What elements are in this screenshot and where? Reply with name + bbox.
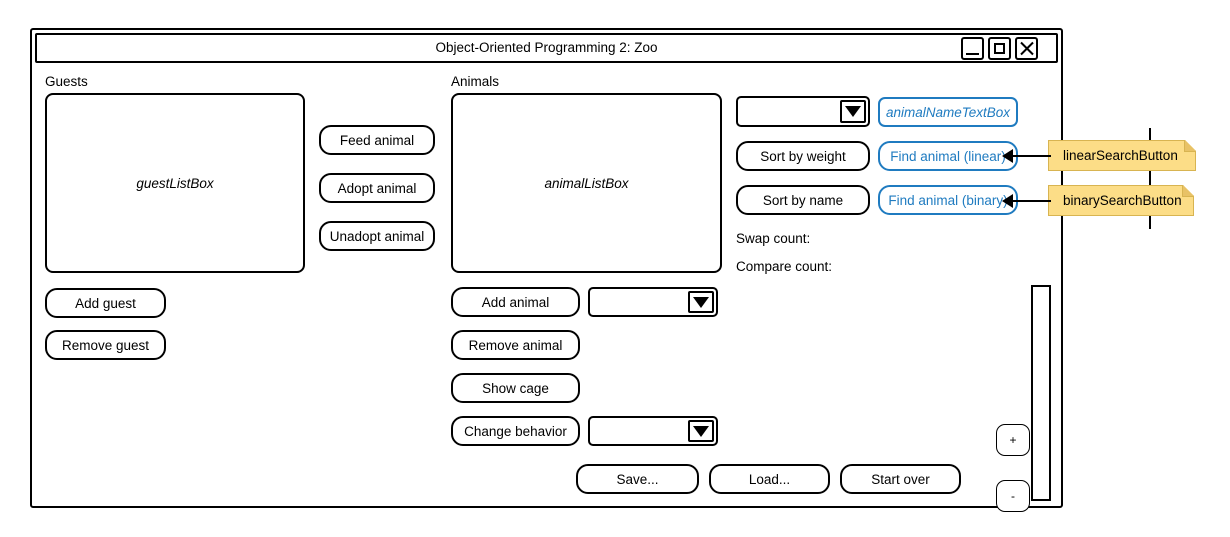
animal-name-text-box[interactable]: animalNameTextBox: [878, 97, 1018, 127]
callout-label: binarySearchButton: [1063, 193, 1182, 208]
callout-connector-line: [1011, 199, 1051, 202]
callout-label: linearSearchButton: [1063, 148, 1178, 163]
sort-by-name-button[interactable]: Sort by name: [736, 185, 870, 215]
remove-guest-button[interactable]: Remove guest: [45, 330, 166, 360]
linear-search-button[interactable]: Find animal (linear): [878, 141, 1018, 171]
show-cage-button[interactable]: Show cage: [451, 373, 580, 403]
add-animal-type-select[interactable]: [588, 287, 718, 317]
compare-count-label: Compare count:: [736, 259, 833, 274]
change-behavior-button[interactable]: Change behavior: [451, 416, 580, 446]
swap-count-label: Swap count:: [736, 231, 811, 246]
arrow-left-icon: [1002, 149, 1013, 163]
note-fold-icon: [1184, 141, 1195, 152]
animal-list-box[interactable]: animalListBox: [451, 93, 722, 273]
animal-list-box-placeholder: animalListBox: [544, 175, 629, 191]
chevron-down-icon[interactable]: [688, 291, 714, 313]
feed-animal-button[interactable]: Feed animal: [319, 125, 435, 155]
animals-section-label: Animals: [451, 74, 500, 89]
minimize-icon[interactable]: [961, 37, 984, 60]
callout-stem: [1149, 215, 1151, 229]
animal-select[interactable]: [736, 96, 870, 127]
zoom-slider-track[interactable]: [1031, 285, 1051, 501]
window-title: Object-Oriented Programming 2: Zoo: [435, 40, 658, 55]
callout-linear-search-button: linearSearchButton: [1048, 140, 1196, 171]
application-window: Object-Oriented Programming 2: Zoo Guest…: [30, 28, 1063, 512]
callout-stem: [1149, 128, 1151, 142]
add-animal-button[interactable]: Add animal: [451, 287, 580, 317]
unadopt-animal-button[interactable]: Unadopt animal: [319, 221, 435, 251]
add-guest-button[interactable]: Add guest: [45, 288, 166, 318]
animal-name-text-box-placeholder: animalNameTextBox: [885, 104, 1011, 120]
zoom-in-button[interactable]: +: [996, 424, 1030, 456]
save-button[interactable]: Save...: [576, 464, 699, 494]
chevron-down-icon[interactable]: [688, 420, 714, 442]
adopt-animal-button[interactable]: Adopt animal: [319, 173, 435, 203]
guests-section-label: Guests: [45, 74, 88, 89]
guest-list-box[interactable]: guestListBox: [45, 93, 305, 273]
arrow-left-icon: [1002, 194, 1013, 208]
guest-list-box-placeholder: guestListBox: [136, 175, 214, 191]
load-button[interactable]: Load...: [709, 464, 830, 494]
start-over-button[interactable]: Start over: [840, 464, 961, 494]
maximize-icon[interactable]: [988, 37, 1011, 60]
note-fold-icon: [1182, 186, 1193, 197]
sort-by-weight-button[interactable]: Sort by weight: [736, 141, 870, 171]
remove-animal-button[interactable]: Remove animal: [451, 330, 580, 360]
close-icon[interactable]: [1015, 37, 1038, 60]
change-behavior-select[interactable]: [588, 416, 718, 446]
title-bar: Object-Oriented Programming 2: Zoo: [35, 33, 1058, 63]
zoom-out-button[interactable]: -: [996, 480, 1030, 512]
chevron-down-icon[interactable]: [840, 100, 866, 123]
callout-binary-search-button: binarySearchButton: [1048, 185, 1194, 216]
callout-connector-line: [1011, 154, 1051, 157]
callout-stem: [1149, 170, 1151, 188]
binary-search-button[interactable]: Find animal (binary): [878, 185, 1018, 215]
